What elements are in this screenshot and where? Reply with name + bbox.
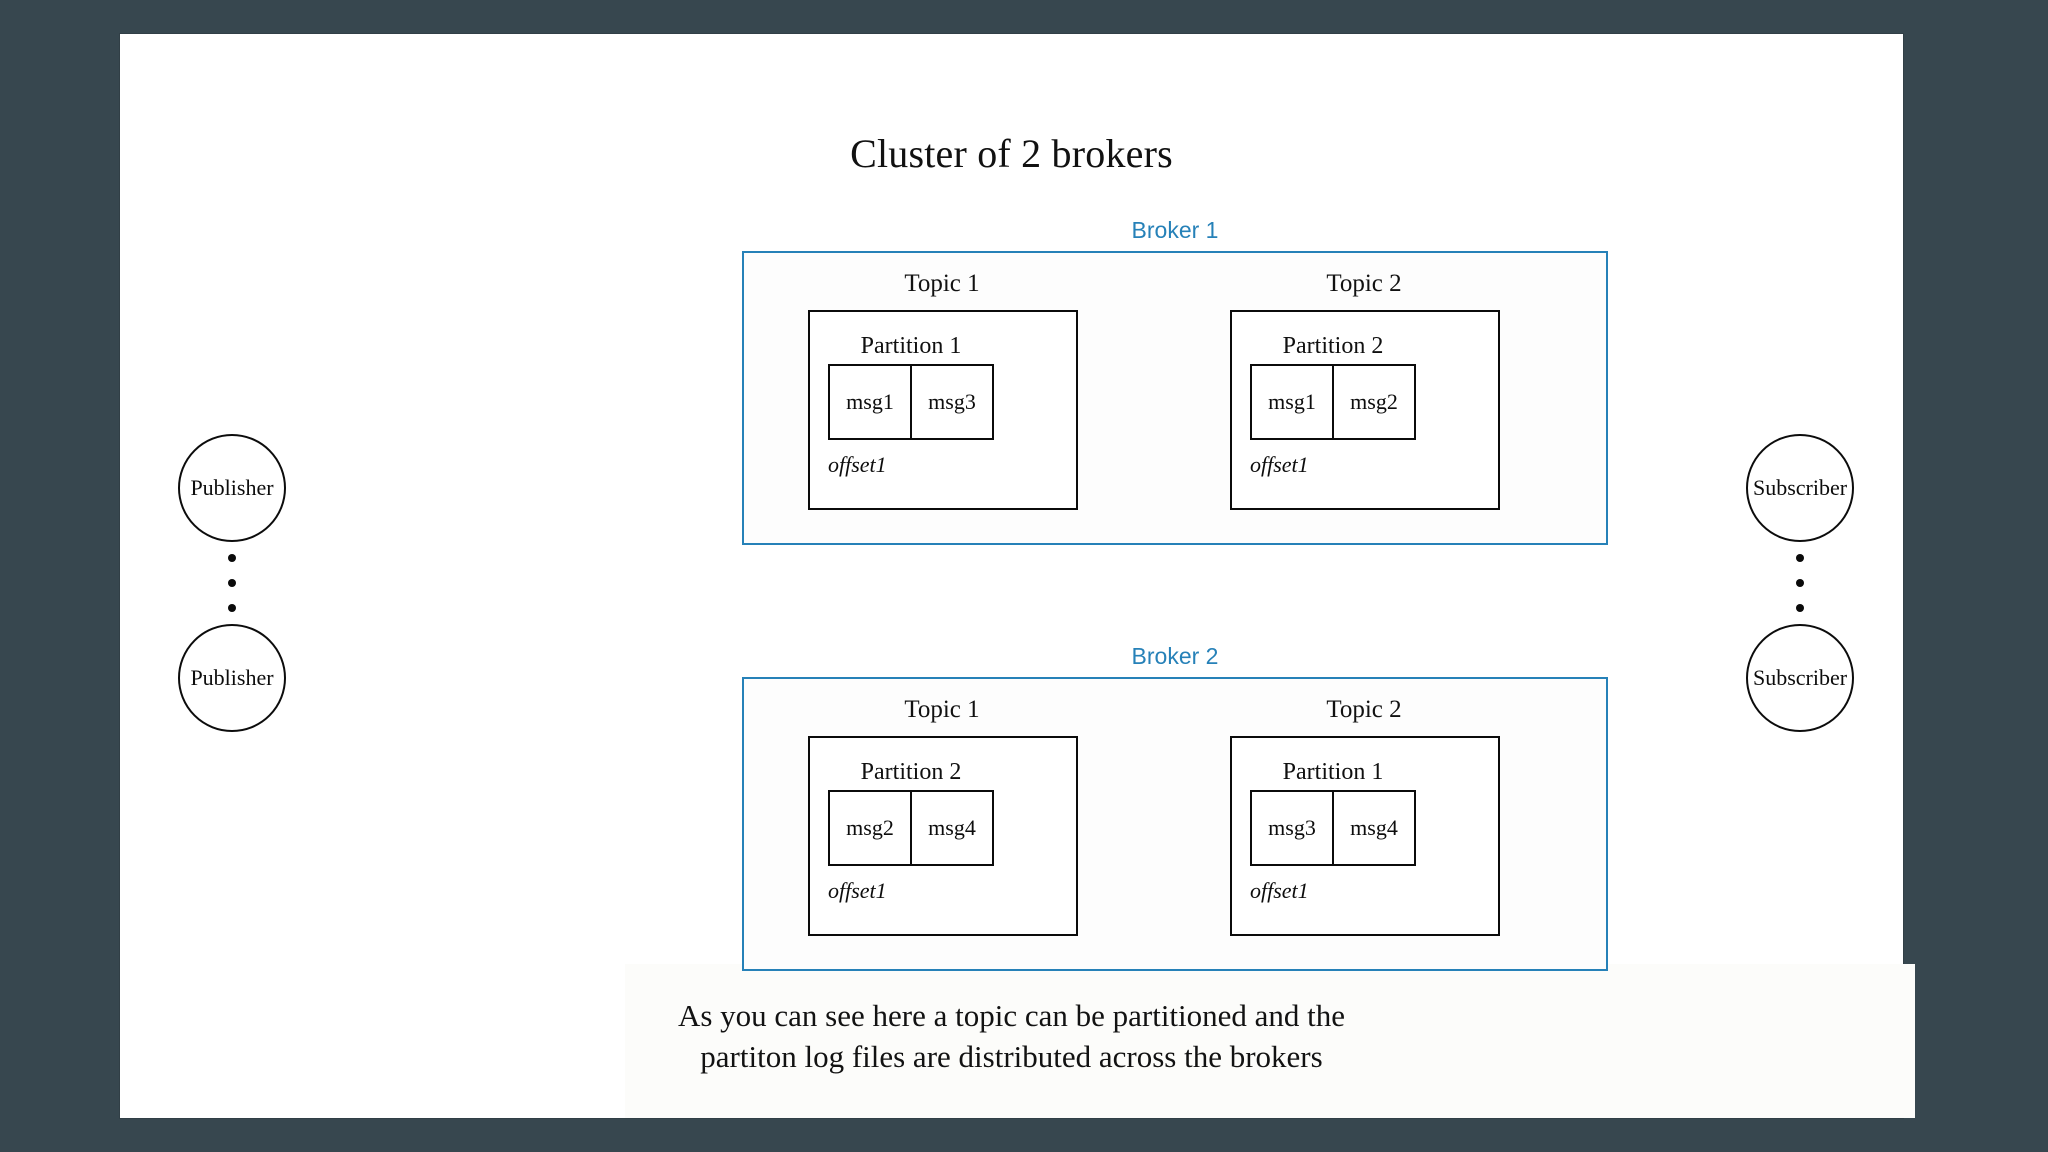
topic-box: Partition 1 msg1 msg3 offset1	[808, 310, 1078, 510]
publisher-ellipsis	[172, 542, 292, 624]
subscriber-label-bottom: Subscriber	[1752, 665, 1848, 690]
offset-label: offset1	[1250, 878, 1309, 903]
subscriber-node-bottom[interactable]: Subscriber	[1746, 624, 1854, 732]
partition-label: Partition 1	[1282, 759, 1384, 785]
topic-label: Topic 1	[904, 696, 980, 723]
ellipsis-dot-icon	[228, 579, 236, 587]
message-cell: msg2	[846, 815, 894, 840]
topic-box: Partition 2 msg1 msg2 offset1	[1230, 310, 1500, 510]
topic-label: Topic 2	[1326, 270, 1402, 297]
slide-caption: As you can see here a topic can be parti…	[120, 996, 1903, 1078]
broker-1-box: Topic 1 Partition 1 msg1 msg3 offset1	[742, 251, 1608, 545]
message-cell: msg3	[910, 366, 992, 438]
offset-label: offset1	[828, 452, 887, 477]
publisher-node-top[interactable]: Publisher	[178, 434, 286, 542]
publisher-node-bottom[interactable]: Publisher	[178, 624, 286, 732]
message-log: msg1 msg2	[1250, 364, 1416, 440]
slide-panel: Cluster of 2 brokers Publisher Publisher…	[120, 34, 1915, 1118]
message-cell: msg2	[1332, 366, 1414, 438]
partition-group: Partition 1 msg1 msg3 offset1	[828, 334, 994, 476]
publisher-label-bottom: Publisher	[190, 665, 274, 690]
subscriber-label-top: Subscriber	[1752, 475, 1848, 500]
topic-label: Topic 2	[1326, 696, 1402, 723]
message-cell: msg4	[1332, 792, 1414, 864]
ellipsis-dot-icon	[228, 604, 236, 612]
ellipsis-dot-icon	[228, 554, 236, 562]
message-log: msg2 msg4	[828, 790, 994, 866]
partition-label: Partition 1	[860, 333, 962, 359]
ellipsis-dot-icon	[1796, 554, 1804, 562]
message-cell: msg1	[846, 389, 894, 414]
message-log: msg3 msg4	[1250, 790, 1416, 866]
message-cell: msg1	[1268, 389, 1316, 414]
caption-background-wash	[625, 964, 1915, 1118]
topic-box: Partition 1 msg3 msg4 offset1	[1230, 736, 1500, 936]
broker-1-topic-2[interactable]: Topic 2 Partition 2 msg1 msg2 offset1	[1230, 270, 1500, 510]
offset-label: offset1	[828, 878, 887, 903]
subscriber-node-top[interactable]: Subscriber	[1746, 434, 1854, 542]
broker-2-topic-1[interactable]: Topic 1 Partition 2 msg2 msg4 offset1	[808, 696, 1078, 936]
subscriber-ellipsis	[1740, 542, 1860, 624]
ellipsis-dot-icon	[1796, 579, 1804, 587]
broker-1-topic-1[interactable]: Topic 1 Partition 1 msg1 msg3 offset1	[808, 270, 1078, 510]
broker-2-box: Topic 1 Partition 2 msg2 msg4 offset1	[742, 677, 1608, 971]
publisher-label-top: Publisher	[190, 475, 274, 500]
offset-label: offset1	[1250, 452, 1309, 477]
topic-box: Partition 2 msg2 msg4 offset1	[808, 736, 1078, 936]
ellipsis-dot-icon	[1796, 604, 1804, 612]
broker-2: Broker 2 Topic 1 Partition 2 msg2 msg4 o…	[742, 645, 1608, 971]
partition-group: Partition 1 msg3 msg4 offset1	[1250, 760, 1416, 902]
partition-group: Partition 2 msg2 msg4 offset1	[828, 760, 994, 902]
broker-1-label: Broker 1	[1131, 217, 1219, 243]
partition-label: Partition 2	[1282, 333, 1384, 359]
partition-label: Partition 2	[860, 759, 962, 785]
broker-2-topic-2[interactable]: Topic 2 Partition 1 msg3 msg4 offset1	[1230, 696, 1500, 936]
broker-1: Broker 1 Topic 1 Partition 1 msg1 msg3 o…	[742, 219, 1608, 545]
page-title: Cluster of 2 brokers	[850, 131, 1173, 176]
broker-2-label: Broker 2	[1131, 643, 1219, 669]
publisher-group: Publisher Publisher	[172, 434, 292, 732]
subscriber-group: Subscriber Subscriber	[1740, 434, 1860, 732]
caption-line-2: partiton log files are distributed acros…	[700, 1038, 1323, 1074]
topic-label: Topic 1	[904, 270, 980, 297]
message-cell: msg4	[910, 792, 992, 864]
message-log: msg1 msg3	[828, 364, 994, 440]
message-cell: msg3	[1268, 815, 1316, 840]
caption-line-1: As you can see here a topic can be parti…	[677, 998, 1346, 1033]
partition-group: Partition 2 msg1 msg2 offset1	[1250, 334, 1416, 476]
